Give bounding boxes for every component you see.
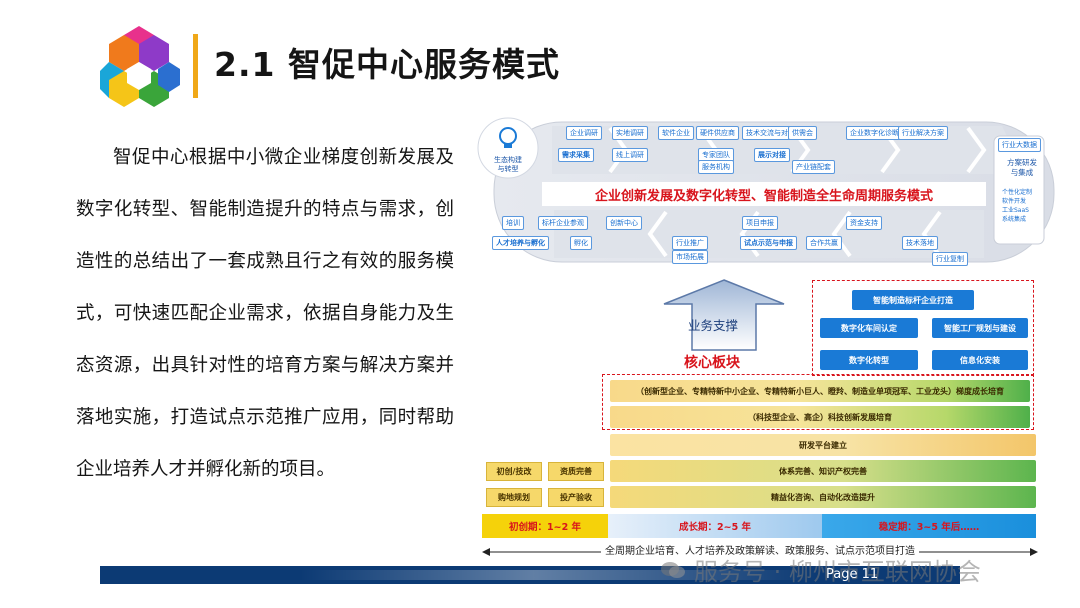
stage-demand-collection: 需求采集 — [558, 148, 594, 162]
side-note: 个性化定制 — [1002, 189, 1033, 196]
lower-bar: 研发平台建立 — [610, 434, 1036, 456]
core-box: 数字化车间认定 — [820, 318, 918, 338]
footer-bar — [100, 566, 960, 584]
core-label: 核心板块 — [684, 355, 740, 371]
node-bottom: 项目申报 — [742, 216, 778, 230]
page-title: 2.1 智促中心服务模式 — [214, 45, 560, 84]
up-arrow-icon — [663, 279, 785, 351]
stage-solution-rd: 方案研发 与集成 — [1007, 158, 1037, 177]
body-paragraph: 智促中心根据中小微企业梯度创新发展及数字化转型、智能制造提升的特点与需求，创造性… — [76, 147, 454, 480]
watermark: 服务号 · 柳州市互联网协会 — [660, 552, 981, 587]
node-top: 产业链配套 — [792, 160, 835, 174]
page-number: Page 11 — [826, 567, 879, 582]
title-accent-bar — [193, 34, 198, 98]
node-bottom: 培训 — [502, 216, 524, 230]
stage-pilot-demo: 试点示范与申报 — [740, 236, 797, 250]
start-label: 生态构建 与转型 — [494, 156, 522, 173]
node-bottom: 市场拓展 — [672, 250, 708, 264]
phase-growth: 成长期：2~5 年 — [608, 514, 822, 538]
node-bottom: 行业推广 — [672, 236, 708, 250]
side-note: 工业SaaS — [1002, 207, 1029, 214]
bottom-caption: 全周期企业培育、人才培养及政策解读、政策服务、试点示范项目打造 — [482, 542, 1038, 557]
node-top: 行业解决方案 — [898, 126, 948, 140]
footer-stripe — [300, 570, 820, 580]
left-tag: 投产验收 — [548, 488, 604, 507]
node-top: 企业调研 — [566, 126, 602, 140]
arrow-label: 业务支撑 — [688, 318, 739, 333]
node-bottom: 技术落地 — [902, 236, 938, 250]
node-bottom: 孵化 — [570, 236, 592, 250]
lower-bar: 体系完善、知识产权完善 — [610, 460, 1036, 482]
phase-bar: 初创期：1~2 年 成长期：2~5 年 稳定期：3~5 年后…… — [482, 514, 1036, 538]
banner-title: 企业创新发展及数字化转型、智能制造全生命周期服务模式 — [542, 182, 986, 206]
stage-talent-incubation: 人才培养与孵化 — [492, 236, 549, 250]
node-top: 供需会 — [788, 126, 817, 140]
core-bar-tech-innovation: （科技型企业、高企）科技创新发展培育 — [610, 406, 1030, 428]
core-box: 数字化转型 — [820, 350, 918, 370]
phase-stable: 稳定期：3~5 年后…… — [822, 514, 1036, 538]
node-top: 服务机构 — [698, 160, 734, 174]
node-top: 企业数字化诊断 — [846, 126, 903, 140]
core-box: 信息化安装 — [932, 350, 1028, 370]
service-model-diagram: 生态构建 与转型 需求采集 展示对接 方案研发 与集成 企业调研 实地调研 线上… — [462, 112, 1066, 568]
node-bottom: 资金支持 — [846, 216, 882, 230]
core-box: 智能工厂规划与建设 — [932, 318, 1028, 338]
stage-showcase: 展示对接 — [754, 148, 790, 162]
node-bottom: 合作共赢 — [806, 236, 842, 250]
node-top: 软件企业 — [658, 126, 694, 140]
core-bar-gradient-growth: （创新型企业、专精特新中小企业、专精特新小巨人、瞪羚、制造业单项冠军、工业龙头）… — [610, 380, 1030, 402]
node-bottom: 标杆企业参观 — [538, 216, 588, 230]
bottom-caption-text: 全周期企业培育、人才培养及政策解读、政策服务、试点示范项目打造 — [601, 546, 919, 557]
lower-bar: 精益化咨询、自动化改造提升 — [610, 486, 1036, 508]
node-bottom: 创新中心 — [606, 216, 642, 230]
node-top: 线上调研 — [612, 148, 648, 162]
phase-startup: 初创期：1~2 年 — [482, 514, 608, 538]
node-top: 实地调研 — [612, 126, 648, 140]
node-top: 硬件供应商 — [696, 126, 739, 140]
left-tag: 资质完善 — [548, 462, 604, 481]
wechat-icon — [661, 561, 685, 578]
watermark-text: 服务号 · 柳州市互联网协会 — [694, 558, 981, 586]
core-dashed-region — [812, 280, 1034, 376]
side-notes: 个性化定制 软件开发 工业SaaS 系统集成 — [1002, 188, 1032, 224]
core-bars-region — [602, 374, 1034, 430]
left-tag: 初创/技改 — [486, 462, 542, 481]
core-box: 智能制造标杆企业打造 — [852, 290, 974, 310]
node-bottom: 行业复制 — [932, 252, 968, 266]
side-note: 软件开发 — [1002, 198, 1027, 205]
left-tag: 购地规划 — [486, 488, 542, 507]
side-note: 系统集成 — [1002, 216, 1027, 223]
hexagon-logo-icon — [100, 26, 180, 107]
node-top: 行业大数据 — [998, 138, 1041, 152]
